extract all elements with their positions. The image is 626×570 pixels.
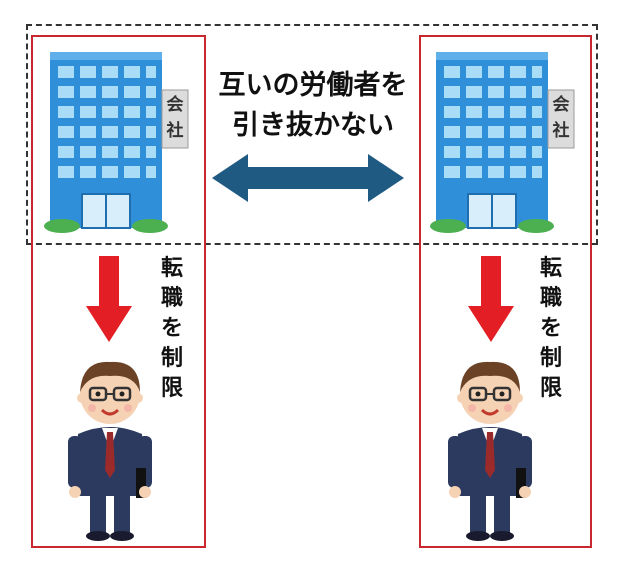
right-building-sign: 会 社 xyxy=(548,92,574,144)
label-char: 職 xyxy=(160,286,183,311)
label-char: を xyxy=(160,316,183,341)
right-down-arrow-icon xyxy=(468,256,514,342)
sign-char: 会 xyxy=(166,95,184,115)
left-job-change-restriction-label: 転 職 を 制 限 xyxy=(157,254,187,404)
label-char: 限 xyxy=(539,376,562,401)
left-company-frame xyxy=(31,35,206,548)
left-down-arrow-icon xyxy=(86,256,132,342)
sign-char: 社 xyxy=(166,121,184,141)
left-building-sign: 会 社 xyxy=(162,92,188,144)
double-headed-arrow-icon xyxy=(212,154,404,202)
right-company-building-icon xyxy=(430,52,575,233)
sign-char: 社 xyxy=(552,121,570,141)
agreement-line-2: 引き抜かない xyxy=(232,110,394,141)
sign-char: 会 xyxy=(552,95,570,115)
label-char: 制 xyxy=(539,346,562,371)
right-company-frame xyxy=(419,35,592,548)
label-char: 限 xyxy=(160,376,183,401)
label-char: 転 xyxy=(160,256,183,281)
label-char: 職 xyxy=(539,286,562,311)
label-char: 制 xyxy=(160,346,183,371)
right-worker-icon xyxy=(448,361,532,541)
label-char: 転 xyxy=(539,256,562,281)
agreement-line-1: 互いの労働者を xyxy=(218,70,408,101)
agreement-boundary xyxy=(26,24,598,245)
right-job-change-restriction-label: 転 職 を 制 限 xyxy=(536,254,566,404)
left-worker-icon xyxy=(68,361,152,541)
no-poaching-agreement-text: 互いの労働者を 引き抜かない xyxy=(200,66,426,146)
label-char: を xyxy=(539,316,562,341)
left-company-building-icon xyxy=(44,52,189,233)
